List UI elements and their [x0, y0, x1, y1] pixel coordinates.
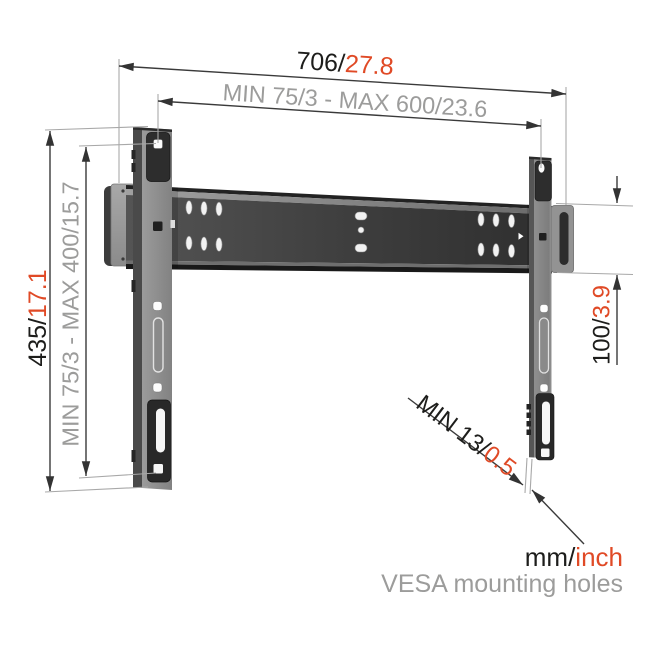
dim-strip-height-label: 100/3.9 [588, 284, 616, 366]
dim-total-width-mm: 706/ [295, 46, 346, 78]
rail-holes-right [477, 212, 515, 258]
right-arm-bottom-hole [541, 448, 550, 457]
dim-line-total-width [118, 62, 567, 98]
right-arm-slot [538, 317, 550, 374]
extension-lines [44, 59, 634, 495]
dim-strip-height-inch: 3.9 [588, 284, 616, 319]
legend-note: VESA mounting holes [381, 570, 623, 599]
dim-total-height-inch: 17.1 [23, 269, 52, 318]
dim-line-wall-gap-upper [407, 397, 524, 486]
dimension-lines [45, 62, 622, 545]
right-arm [526, 156, 555, 461]
dim-line-vesa-width [157, 97, 542, 130]
left-arm-slot [152, 317, 164, 373]
dim-total-width-inch: 27.8 [344, 49, 395, 81]
left-arm [131, 127, 175, 490]
rail-holes-center [354, 211, 368, 253]
rail-holes-left [185, 200, 223, 252]
dim-total-height-label: 435/17.1 [23, 269, 52, 367]
legend-units: mm/inch [525, 543, 623, 572]
dim-vesa-height-label: MIN 75/3 - MAX 400/15.7 [57, 181, 84, 447]
dim-strip-height-mm: 100/ [588, 318, 616, 366]
right-end-cap [551, 205, 574, 273]
legend-note-text: VESA mounting holes [381, 570, 623, 598]
rail-marker-arrow [518, 232, 524, 240]
wall-rail [126, 185, 552, 274]
legend-units-mm: mm/ [524, 542, 576, 572]
left-arm-bottom-hole [153, 464, 163, 474]
dim-line-wall-gap-lower [531, 489, 585, 545]
right-arm-top-cap [534, 160, 552, 202]
dim-total-height-mm: 435/ [23, 318, 52, 367]
legend-units-inch: inch [575, 542, 623, 572]
dim-vesa-height-range: MIN 75/3 - MAX 400/15.7 [57, 181, 84, 447]
dim-total-width-label: 706/27.8 [295, 46, 395, 81]
